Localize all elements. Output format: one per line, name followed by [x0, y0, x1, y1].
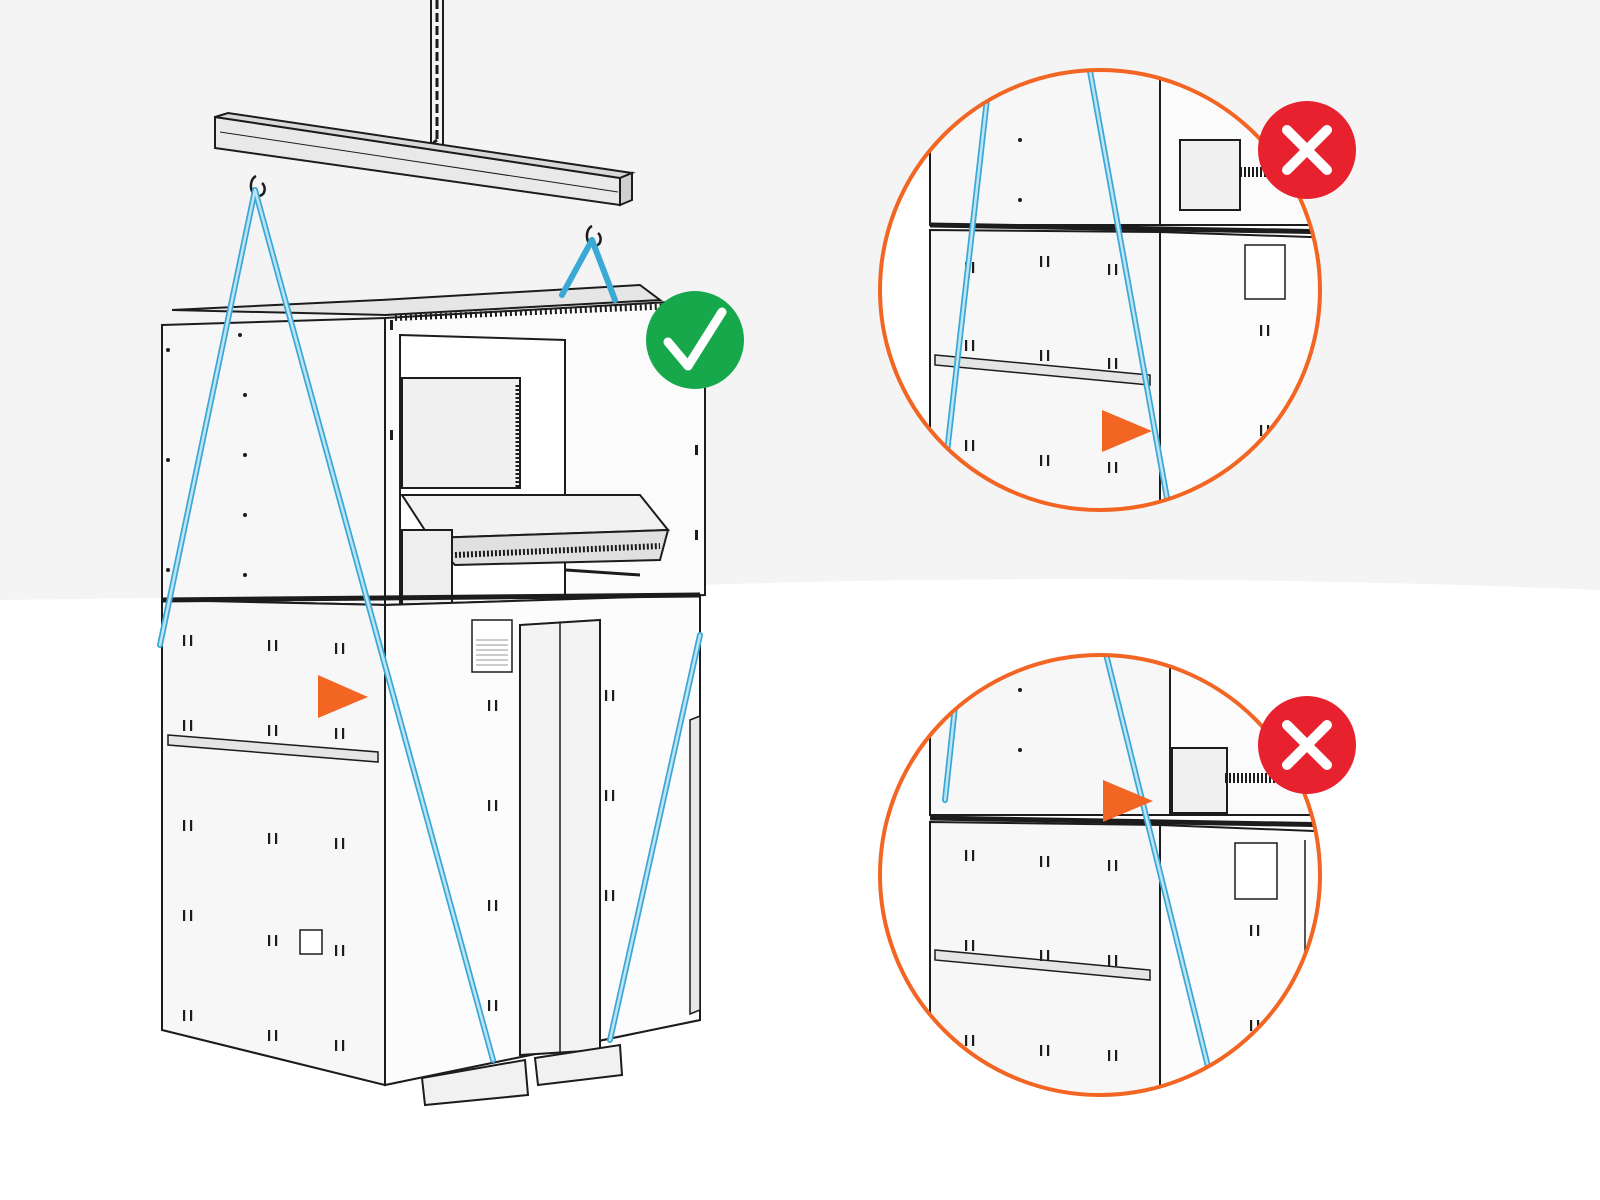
warning-label-plate	[471, 619, 513, 673]
orange-triangle-pointer-icon	[1102, 410, 1152, 452]
x-mark-icon	[1258, 696, 1356, 794]
orange-triangle-pointer-icon	[1103, 780, 1153, 822]
spreader-beam	[214, 111, 636, 207]
upper-cabinet	[161, 283, 706, 607]
check-mark-icon	[646, 291, 744, 389]
lower-cabinet	[161, 592, 701, 1107]
orange-triangle-pointer-icon	[318, 675, 368, 718]
x-mark-icon	[1258, 101, 1356, 199]
main-view	[157, 0, 744, 1107]
detail-view-2	[878, 653, 1356, 1097]
lifting-straps	[157, 187, 703, 1063]
